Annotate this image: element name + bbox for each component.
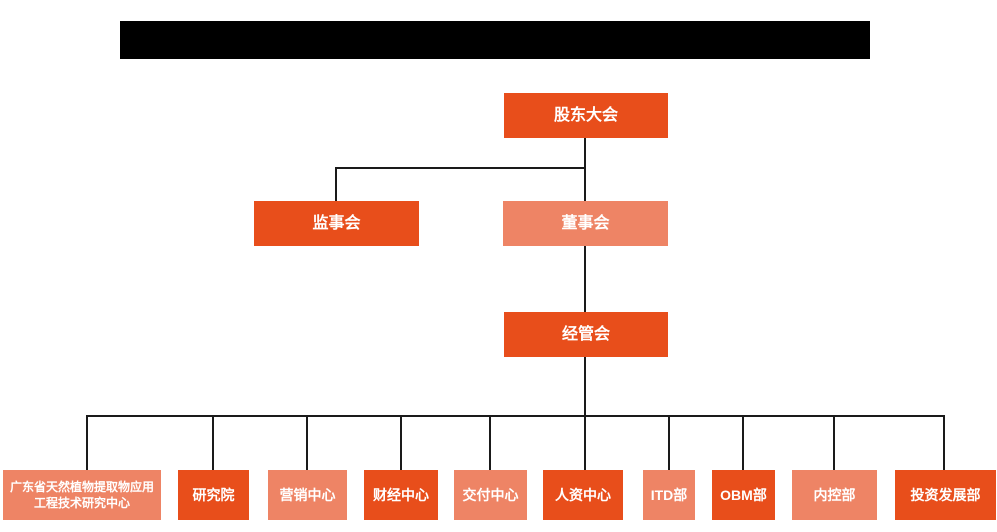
connector-line [86, 415, 88, 470]
connector-line [943, 415, 945, 470]
node-dept-research-engineering-center: 广东省天然植物提取物应用工程技术研究中心 [3, 470, 161, 520]
connector-line [742, 415, 744, 470]
node-dept-delivery-center: 交付中心 [454, 470, 527, 520]
connector-line [86, 415, 945, 417]
node-shareholders-meeting: 股东大会 [504, 93, 668, 138]
node-supervisory-board: 监事会 [254, 201, 419, 246]
connector-line [212, 415, 214, 470]
connector-line [668, 415, 670, 470]
node-management-committee: 经管会 [504, 312, 668, 357]
connector-line [584, 246, 586, 312]
node-dept-hr-center: 人资中心 [543, 470, 623, 520]
node-board-of-directors: 董事会 [503, 201, 668, 246]
connector-line [400, 415, 402, 470]
node-dept-research-institute: 研究院 [178, 470, 249, 520]
node-dept-marketing-center: 营销中心 [268, 470, 347, 520]
connector-line [584, 138, 586, 201]
node-dept-investment-development: 投资发展部 [895, 470, 996, 520]
connector-line [335, 167, 586, 169]
connector-line [584, 357, 586, 470]
node-dept-finance-center: 财经中心 [364, 470, 438, 520]
node-dept-itd: ITD部 [643, 470, 695, 520]
redacted-title-bar [120, 21, 870, 59]
connector-line [489, 415, 491, 470]
connector-line [306, 415, 308, 470]
connector-line [335, 167, 337, 201]
connector-line [833, 415, 835, 470]
node-dept-internal-control: 内控部 [792, 470, 877, 520]
node-dept-obm: OBM部 [712, 470, 775, 520]
